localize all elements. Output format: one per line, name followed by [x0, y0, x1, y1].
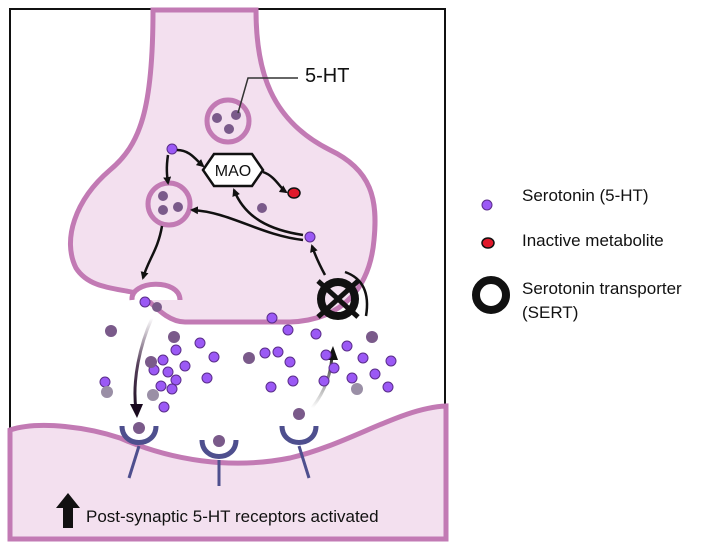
up-arrow-icon: [56, 493, 80, 528]
purple-dot-icon: [481, 199, 493, 211]
crossed-sert-icon: [316, 270, 369, 320]
legend: Serotonin (5-HT) Inactive metabolite Ser…: [472, 186, 682, 322]
legend-sert-line1: Serotonin transporter: [522, 279, 682, 298]
black-ring-icon: [472, 276, 510, 314]
release-arrow: [133, 317, 154, 411]
vesicle-left: [145, 180, 193, 228]
release-arrowhead: [130, 404, 143, 418]
five-ht-label: 5-HT: [305, 65, 349, 87]
legend-serotonin: Serotonin (5-HT): [522, 186, 649, 205]
arrow-reuptake-to-mao: [232, 188, 304, 237]
serotonin-reuptaken: [304, 231, 316, 243]
arrow-to-mao: [176, 148, 205, 168]
mao-enzyme: [201, 152, 265, 188]
serotonin-cytoplasm-2: [257, 203, 267, 213]
postsynaptic-cell: [7, 403, 449, 542]
arrow-sert-to-cytoplasm: [310, 244, 327, 276]
vesicle-top: [204, 97, 252, 145]
serotonin-pit-2: [152, 302, 162, 312]
receptor-left: [119, 422, 159, 479]
synaptic-cleft-bound-5ht: [101, 325, 378, 420]
red-dot-icon: [481, 237, 495, 249]
arrow-to-vesicle: [163, 154, 172, 185]
receptor-middle: [199, 435, 239, 486]
bottom-caption: Post-synaptic 5-HT receptors activated: [86, 507, 379, 526]
receptor-right: [279, 425, 319, 479]
arrow-vesicle-to-membrane: [140, 225, 164, 280]
arrow-reuptake-to-vesicle: [190, 206, 304, 242]
mao-label: MAO: [215, 163, 251, 180]
inactive-metabolite: [287, 187, 301, 199]
legend-metabolite: Inactive metabolite: [522, 231, 664, 250]
fusing-vesicle: [129, 281, 183, 301]
five-ht-leader-line: [237, 77, 298, 114]
serotonin-cytoplasm-1: [166, 143, 178, 155]
legend-sert-line2: (SERT): [522, 303, 578, 322]
synaptic-cleft-serotonin: [99, 312, 397, 413]
serotonin-pit-1: [139, 296, 151, 308]
arrow-mao-to-metabolite: [262, 170, 288, 194]
